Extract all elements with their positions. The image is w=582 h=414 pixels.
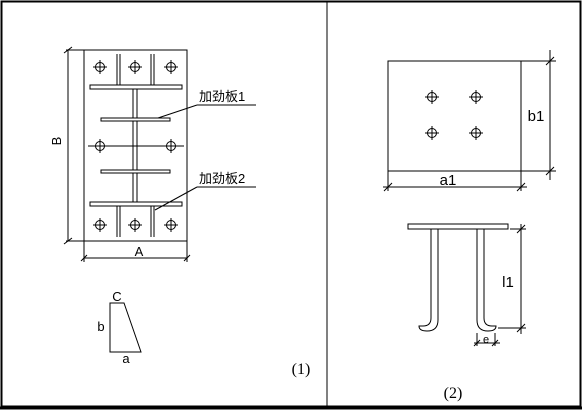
bolt-hole [93,218,107,232]
dimension-B [63,46,84,245]
anchor-hole [425,126,439,140]
anchor-plate [387,60,522,172]
panel-1-label: (1) [292,361,311,378]
anchor-holes [425,90,483,140]
stiffener-plate [100,169,171,174]
dim-label-a1: a1 [440,172,457,189]
dimension-A [80,241,191,262]
base-plate [83,49,188,242]
anchor-hole [469,90,483,104]
panel-1: 加劲板1 加劲板2 B A C b a (1) [49,46,311,378]
stiffener-1-callout: 加劲板1 [157,89,256,119]
dim-label-l1: l1 [502,274,514,291]
stiffener-detail-trapezoid [109,302,142,353]
stiffener-1-label: 加劲板1 [199,89,245,104]
stiffener-2-callout: 加劲板2 [154,171,256,211]
bolt-hole [128,218,142,232]
panel-2: b1 a1 l1 e [383,50,556,402]
dim-label-a: a [122,351,130,366]
bolt-hole [164,60,178,74]
stiffener-2-label: 加劲板2 [199,171,245,186]
dim-label-C: C [112,289,121,304]
anchor-rod-right [476,229,497,332]
dim-label-B: B [49,137,64,146]
dimension-l1 [498,224,526,334]
horizontal-stiffeners [100,117,171,174]
anchor-rod-left [418,229,439,332]
anchor-hole [469,126,483,140]
anchor-hole [425,90,439,104]
flanges [89,84,183,207]
dimension-a1 [383,171,527,192]
anchor-plate-elevation [407,223,509,230]
dim-label-e: e [483,334,489,346]
dim-label-A: A [135,244,144,259]
dimension-e [473,333,500,347]
flange-stiffeners [116,54,155,237]
dimension-b1 [521,50,556,180]
dim-label-b1: b1 [528,108,545,125]
bolt-hole [164,218,178,232]
stiffener-plate [100,117,171,122]
panel-2-label: (2) [444,385,463,402]
dim-label-b: b [97,319,104,334]
bolt-hole [93,60,107,74]
bottom-flange [89,201,183,207]
bolt-hole [128,60,142,74]
top-flange [89,84,183,90]
